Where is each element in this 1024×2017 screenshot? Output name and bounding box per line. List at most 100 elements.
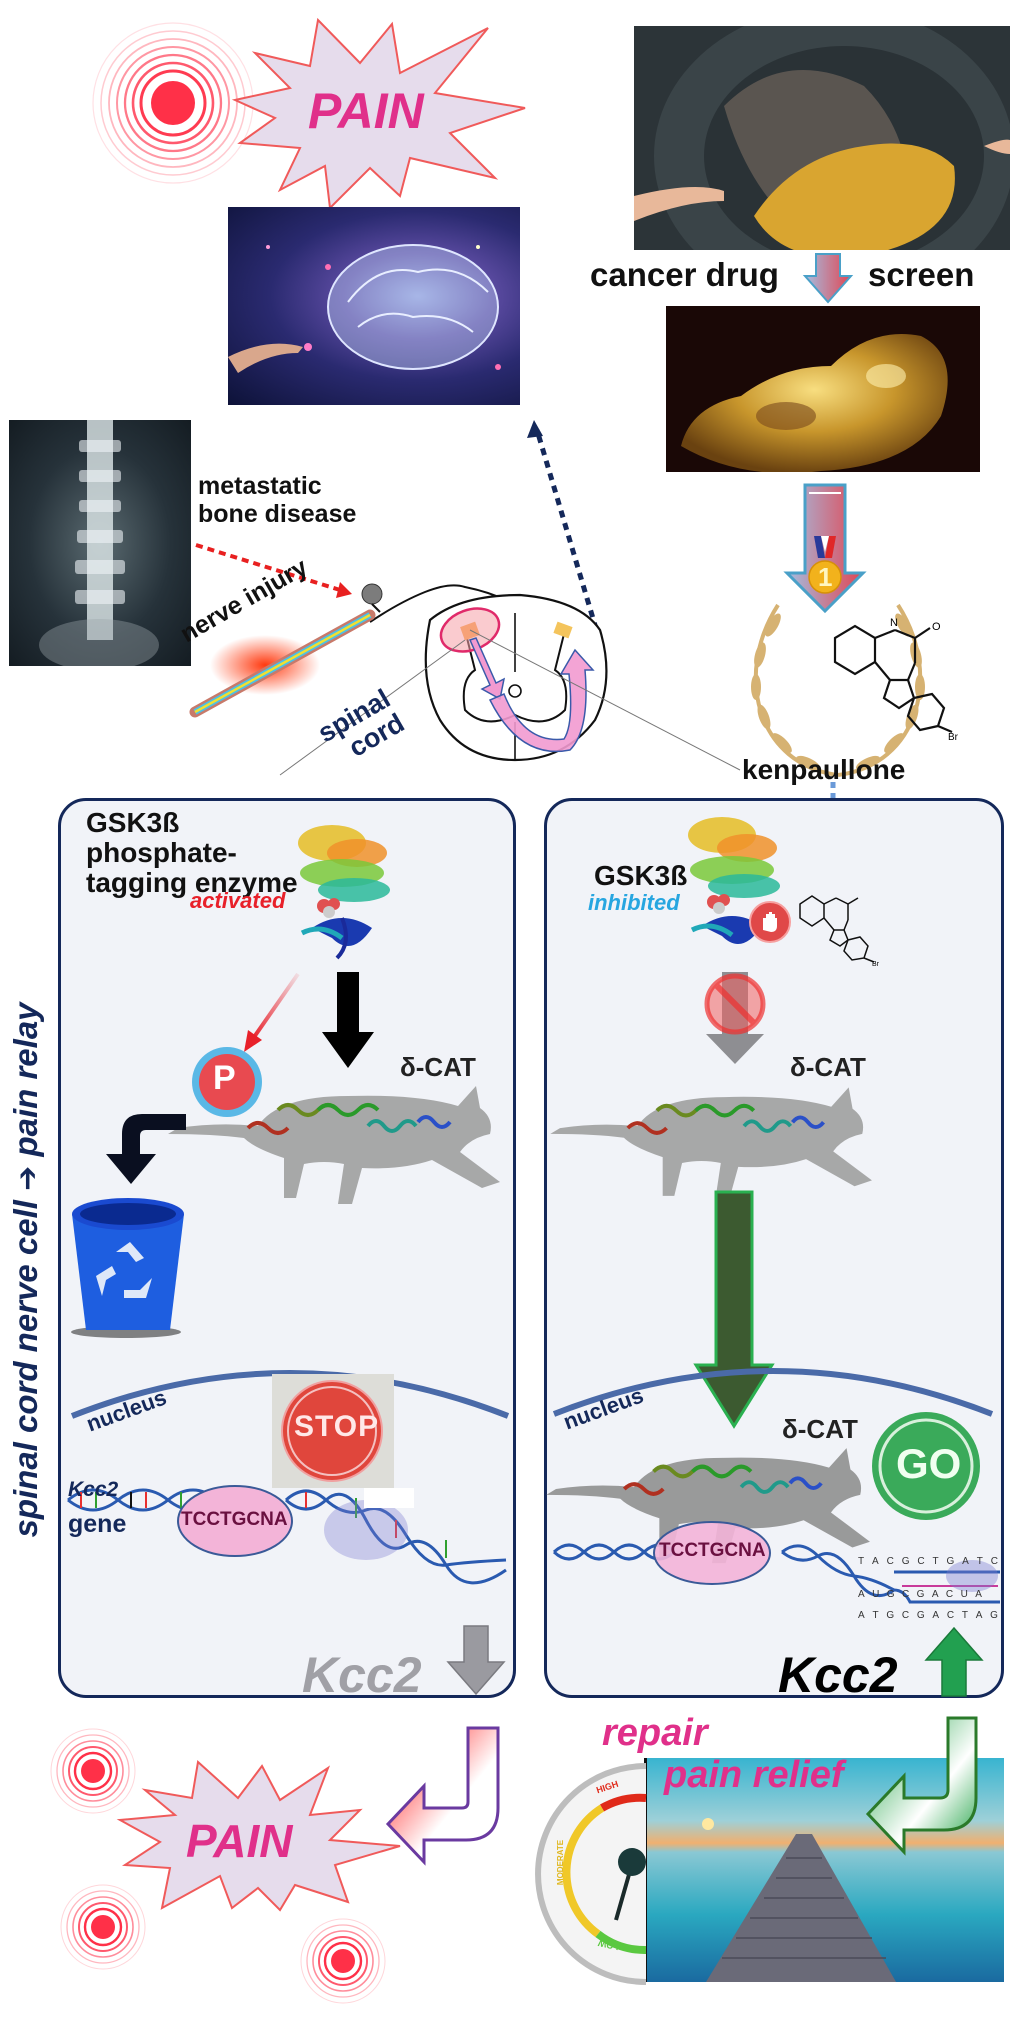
blocked-arrow: [704, 972, 766, 1064]
gauge-moderate-label: MODERATE: [556, 1839, 566, 1886]
svg-text:O: O: [932, 621, 941, 633]
base: A: [932, 1610, 940, 1621]
kcc2-gene-label: Kcc2 gene: [68, 1478, 127, 1538]
gsk3b-protein-icon: [298, 825, 390, 960]
base: G: [916, 1589, 925, 1600]
metastatic-line1: metastatic: [198, 472, 322, 500]
right-cat-label: δ-CAT: [790, 1052, 866, 1082]
left-enzyme-line3: tagging enzyme: [86, 867, 298, 898]
left-nucleus-membrane: [70, 1370, 510, 1419]
base: C: [886, 1556, 894, 1567]
pain-hook-arrow: [385, 1726, 500, 1866]
svg-text:Br: Br: [948, 732, 959, 743]
base: G: [886, 1589, 895, 1600]
base: U: [872, 1589, 880, 1600]
gold-nugget-image: [666, 306, 980, 472]
delta-catenin-cat-right-icon: [550, 1087, 872, 1202]
inhibited-label: inhibited: [588, 890, 680, 915]
gold-pan-image: [634, 26, 1010, 250]
side-title-prefix: spinal cord nerve cell: [7, 1200, 44, 1538]
base: T: [872, 1610, 879, 1621]
side-title-suffix: pain relay: [7, 1002, 44, 1157]
base: G: [886, 1610, 895, 1621]
kcc2-up-arrow: [924, 1626, 984, 1697]
left-promoter-ellipse: [177, 1485, 293, 1557]
white-patch: [364, 1488, 414, 1508]
activation-arrow-down: [322, 972, 374, 1068]
kcc2-gene-name: Kcc2: [68, 1478, 119, 1501]
right-dna-sequence: TCCTGCNA: [659, 1540, 766, 1561]
pier-sunset-image: [646, 1758, 1004, 1982]
base: G: [916, 1610, 925, 1621]
pain-label-bottom: PAIN: [186, 1815, 293, 1867]
side-title: spinal cord nerve cell ➔ pain relay: [6, 880, 46, 1660]
kenpaullone-structure-small: Br: [799, 895, 880, 968]
kenpaullone-label: kenpaullone: [742, 754, 906, 785]
base: U: [960, 1589, 968, 1600]
base: A: [858, 1610, 865, 1621]
metastatic-label: metastatic bone disease: [198, 472, 356, 528]
go-sign-icon: [872, 1412, 980, 1520]
base: A: [975, 1589, 982, 1600]
spinal-cord-schematic: [189, 420, 741, 776]
left-dna-helix: [67, 1488, 507, 1585]
pain-target-icon-3: [300, 1918, 386, 2004]
pain-starburst: [231, 17, 526, 211]
base: G: [946, 1556, 955, 1567]
relief-hook-arrow: [865, 1716, 978, 1856]
medal-number: 1: [818, 562, 833, 592]
svg-text:Br: Br: [872, 961, 880, 968]
kcc2-down-arrow: [446, 1625, 506, 1696]
kcc2-gene-word: gene: [68, 1510, 127, 1538]
base: C: [901, 1589, 910, 1600]
stop-sign-icon: [281, 1380, 383, 1482]
right-enzyme-label: GSK3ß: [594, 860, 688, 891]
right-dna-helix: [552, 1543, 1000, 1604]
base: A: [872, 1556, 879, 1567]
activated-label: activated: [190, 888, 286, 913]
left-enzyme-line1: GSK3ß: [86, 807, 180, 838]
repair-label: repair: [602, 1712, 708, 1754]
screen-label: screen: [868, 256, 975, 293]
laurel-wreath-icon: [751, 603, 925, 777]
base: G: [990, 1610, 998, 1621]
left-enzyme-label: GSK3ß phosphate- tagging enzyme: [86, 808, 298, 898]
base: A: [931, 1589, 939, 1600]
side-title-arrow: ➔: [11, 1165, 44, 1191]
delta-catenin-cat-icon: [168, 1086, 500, 1204]
right-cat-label-nucleus: δ-CAT: [782, 1414, 858, 1444]
recycle-bin-icon: [71, 1198, 184, 1338]
base: A: [962, 1556, 969, 1567]
gold-medal-icon: [808, 560, 842, 594]
brain-image: [228, 207, 520, 405]
degradation-arrow: [106, 1114, 186, 1184]
base: T: [961, 1610, 968, 1621]
translocation-arrow: [693, 1190, 775, 1429]
pain-target-icon-2: [60, 1884, 146, 1970]
kenpaullone-structure: N O Br: [833, 617, 959, 743]
left-cat-label: δ-CAT: [400, 1052, 476, 1082]
kenpaullone-dotted-arrow: [822, 782, 844, 882]
base: C: [990, 1556, 998, 1567]
metastatic-line2: bone disease: [198, 500, 357, 528]
stop-hand-icon: [749, 901, 791, 943]
phosphorylation-arrow: [244, 972, 300, 1052]
base: C: [946, 1610, 955, 1621]
left-dna-sequence: TCCTGCNA: [181, 1509, 288, 1530]
gsk3b-protein-inhibited-icon: [688, 817, 780, 944]
base: A: [975, 1610, 983, 1621]
base: C: [945, 1589, 954, 1600]
pain-label-top: PAIN: [308, 83, 424, 139]
pain-starburst-bottom: [116, 1760, 401, 1912]
go-label: GO: [896, 1440, 962, 1487]
pain-target-icon-1: [50, 1728, 136, 1814]
base: T: [976, 1556, 983, 1567]
phosphate-tag-icon: [192, 1047, 262, 1117]
right-kcc2-output: Kcc2: [778, 1647, 898, 1703]
phosphate-label: P: [213, 1059, 236, 1097]
pain-relief-label: pain relief: [664, 1754, 844, 1796]
cancer-drug-label: cancer drug: [590, 256, 779, 293]
left-kcc2-output: Kcc2: [302, 1647, 422, 1703]
